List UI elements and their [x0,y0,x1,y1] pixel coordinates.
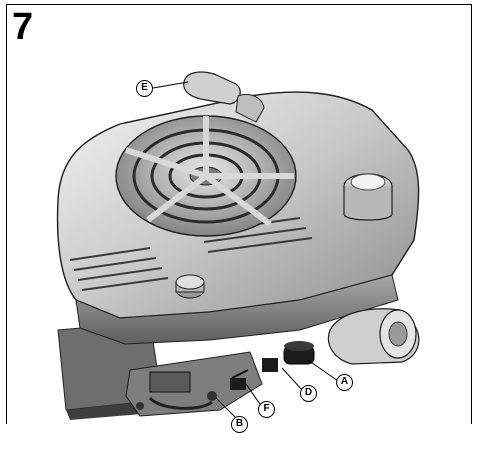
figure-number: 7 [12,6,34,48]
callout-b: B [231,416,248,433]
starter-handle [183,71,265,123]
fan-grille [115,115,297,237]
muffler [327,308,420,365]
callout-d: D [300,385,317,402]
callout-f: F [258,401,275,418]
carburetor-assembly [125,351,278,417]
primer-bulb [283,341,315,365]
oil-fill-cap [343,173,393,221]
figure-frame [6,4,472,424]
dipstick-knob [175,274,205,299]
callout-e: E [136,80,153,97]
callout-a: A [336,374,353,391]
